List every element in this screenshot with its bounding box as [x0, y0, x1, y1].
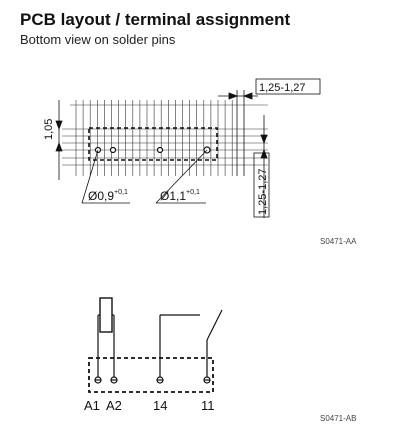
dim-left-label: 1,05 — [43, 119, 55, 140]
schematic-wires — [97, 309, 223, 380]
hole-a2 — [109, 146, 117, 154]
hole-small-label: Ø0,9+0,1 — [88, 189, 128, 203]
dim-top-label: 1,25-1,27 — [259, 82, 305, 94]
dim-right — [253, 115, 270, 218]
pin-label-a1: A1 — [84, 398, 100, 413]
pin-label-11: 11 — [201, 398, 215, 413]
hole-large-label: Ø1,1+0,1 — [160, 189, 200, 203]
terminal-points — [94, 376, 211, 384]
dim-right-label: 1,25-1,27 — [257, 169, 269, 215]
hole-leaders — [81, 149, 208, 204]
coil-symbol — [99, 297, 113, 333]
pin-label-a2: A2 — [106, 398, 122, 413]
relay-outline — [88, 127, 218, 161]
dim-top — [218, 78, 321, 176]
page-subtitle: Bottom view on solder pins — [20, 32, 176, 47]
schematic-outline — [88, 357, 214, 393]
pin-label-14: 14 — [153, 398, 167, 413]
drawing-code-ab: S0471-AB — [320, 414, 356, 423]
page-title: PCB layout / terminal assignment — [20, 10, 291, 29]
dim-left — [55, 100, 63, 180]
drawing-code-aa: S0471-AA — [320, 237, 357, 246]
hole-14 — [156, 146, 164, 154]
